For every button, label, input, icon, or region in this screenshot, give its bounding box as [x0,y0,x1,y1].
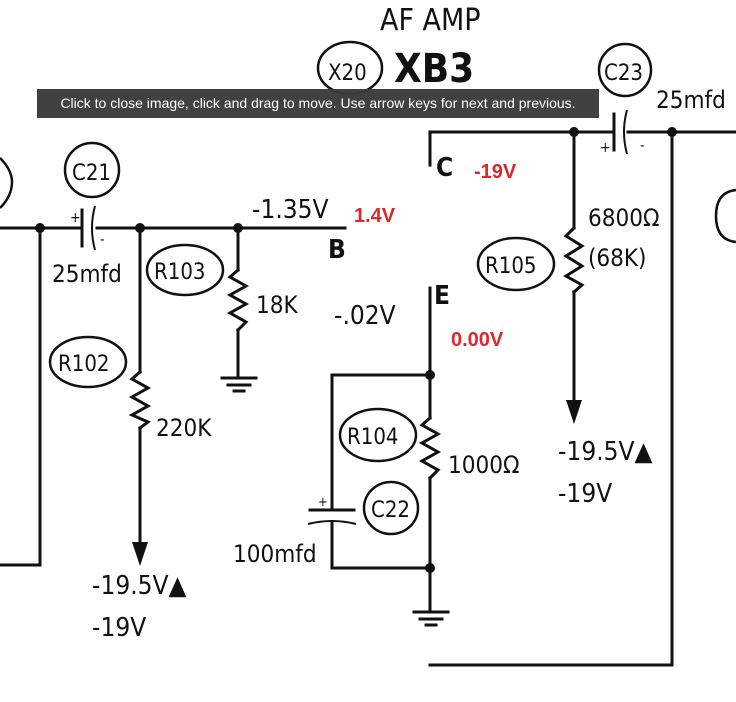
resistor-zigzags [128,225,585,481]
image-viewer-hint[interactable]: Click to close image, click and drag to … [37,89,599,118]
r105-ref: R105 [485,254,537,279]
stage-title: AF AMP [380,3,481,38]
r105-alt-value: (68K) [588,244,646,272]
svg-text:+: + [318,495,328,510]
svg-text:-: - [640,138,645,154]
junction-dot [135,223,145,233]
r105-supply-voltage-a: -19.5V▲ [558,437,653,467]
pin-collector-label: C [436,153,453,183]
c23-value: 25mfd [656,86,726,114]
r104-value: 1000Ω [448,451,519,479]
c23-ref: C23 [604,61,643,86]
supply-arrow-r105 [566,400,582,424]
junction-dot [667,127,677,137]
c21-ref: C21 [72,161,111,186]
capacitor-c23-symbol: + - [600,109,645,156]
r102-value: 220K [156,414,212,442]
junction-dot [569,127,579,137]
r103-value: 18K [256,291,298,319]
pin-base-label: B [328,235,346,265]
c21-value: 25mfd [52,260,122,288]
measured-base-voltage: 1.4V [354,205,396,227]
c22-value: 100mfd [233,540,317,568]
emitter-printed-voltage: -.02V [334,301,396,331]
resistor-r104-zigzag [418,415,442,481]
svg-text:+: + [600,140,611,156]
resistor-r102-zigzag [128,369,152,431]
pin-emitter-label: E [434,281,450,311]
r105-value: 6800Ω [588,204,659,232]
r102-supply-voltage-b: -19V [92,613,146,643]
measured-emitter-voltage: 0.00V [451,329,504,351]
r105-supply-voltage-b: -19V [558,479,612,509]
capacitor-c22-symbol: + [307,495,357,525]
transistor-ref: X20 [328,61,367,86]
r102-ref: R102 [58,352,110,377]
junction-dot [35,223,45,233]
junction-dot [425,370,435,380]
resistor-r105-zigzag [563,225,585,295]
junction-dot [425,563,435,573]
resistor-r103-zigzag [226,267,250,333]
base-printed-voltage: -1.35V [252,195,329,225]
capacitor-c21-symbol: - + [70,205,105,251]
svg-text:-: - [100,232,105,248]
supply-arrow-r102 [132,542,148,566]
r102-supply-voltage-a: -19.5V▲ [92,571,187,601]
ground-symbol-r103 [220,370,258,393]
junction-dots [35,127,677,573]
ref-bubbles [0,40,736,536]
r103-ref: R103 [154,260,206,285]
junction-dot [233,223,243,233]
svg-text:+: + [70,210,81,226]
measured-collector-voltage: -19V [474,161,517,183]
r104-ref: R104 [347,425,399,450]
ground-symbol-emitter [412,610,450,627]
transistor-type: XB3 [394,46,474,92]
wiring [0,130,736,667]
c22-ref: C22 [371,498,410,523]
